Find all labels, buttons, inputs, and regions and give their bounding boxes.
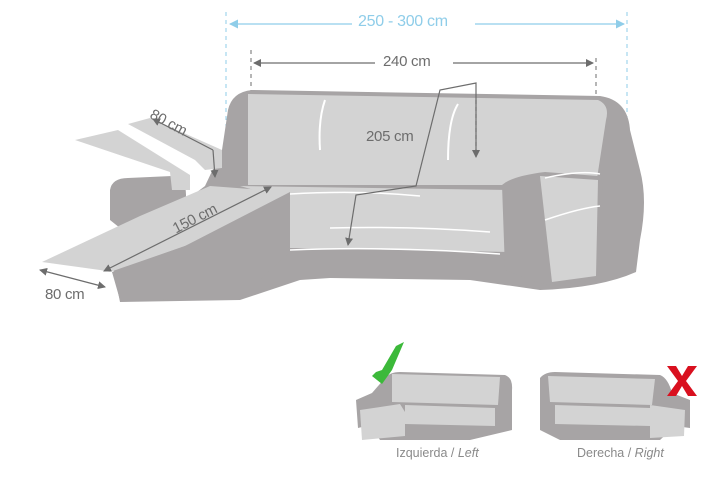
total-width-guide [225,12,628,130]
arm-cover-flap [75,118,222,190]
total-width-label: 250 - 300 cm [358,13,448,30]
right-label-en: Right [634,446,664,460]
right-orientation-caption: Derecha / Right [577,446,664,460]
chaise-width-label: 80 cm [45,286,85,303]
cross-icon [667,366,697,396]
left-orientation-caption: Izquierda / Left [396,446,479,460]
left-label-es: Izquierda [396,446,448,460]
cover-width-label: 240 cm [383,53,431,70]
check-icon [372,342,404,384]
back-seat-depth-label: 205 cm [366,128,414,145]
right-orientation-illustration [540,366,697,440]
cover-width-guide [250,50,597,100]
right-label-es: Derecha [577,446,625,460]
sofa-body [42,90,644,302]
caption-separator: / [447,446,458,460]
caption-separator: / [624,446,635,460]
left-orientation-illustration [356,342,513,440]
left-label-en: Left [457,446,479,460]
